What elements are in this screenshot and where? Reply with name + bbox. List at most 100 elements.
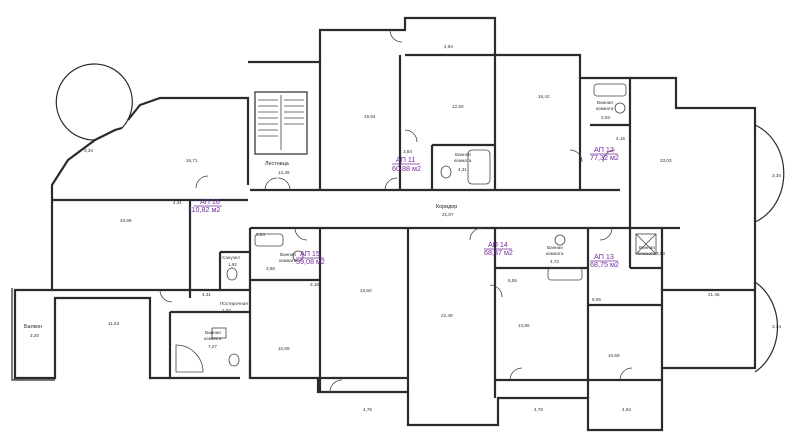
bath-ap14-area: 4,72 [550,259,559,264]
bath-ap14-line1: Ванная [547,245,563,250]
ap16-area: 110,82 м2 [188,205,220,214]
room-area: 3,34 [84,148,93,153]
balcony-rail [11,288,55,381]
wc-area: 1,92 [228,262,237,267]
staircase [254,91,308,155]
door-swing [619,367,633,381]
door-swing [602,149,616,163]
ap11-area: 60,88 м2 [392,164,421,173]
balcony-label: Балкон [24,324,42,330]
interior-walls [52,53,755,398]
room-area: 16,71 [186,158,198,163]
room-area: 3,84 [256,232,265,237]
shower [635,233,657,255]
door-swing [569,149,583,163]
corridor-label: Коридор [436,204,457,210]
room-area: 5,55 [508,278,517,283]
ap13-area: 68,75 м2 [590,260,619,269]
doors [159,29,633,393]
room-area: 3,84 [403,149,412,154]
room-area: 18,42 [538,94,550,99]
room-area: 23,03 [660,158,672,163]
bathtub [254,233,284,247]
toilet [292,250,304,262]
door-swing [195,175,209,189]
stair-label: Лестница [265,161,289,167]
door-swing [384,177,398,191]
bath-ap11-line1: Ванная [455,152,471,157]
fixtures [175,83,657,373]
ap16-name: АП 16 [200,197,220,206]
room-area: 10,69 [608,353,620,358]
bathtub [593,83,627,97]
room-area: 4,76 [363,407,372,412]
ap15-area: 59,08 м2 [296,257,325,266]
toilet [228,353,240,367]
bay-window-left [55,63,133,141]
bath-ap13-line2: комната [638,251,656,256]
room-area: 11,63 [108,321,120,326]
outer-walls [11,16,757,432]
bay-window-right-top [754,124,785,223]
room-area: 19,94 [364,114,376,119]
door-swing [469,227,483,241]
ap11-name: АП 11 [396,155,415,164]
wall-segment [248,290,757,432]
bath-ap13-line1: Ванная [639,245,655,250]
door-swing [329,379,343,393]
bath-ap15-line1: Ванная [280,252,296,257]
wall-segment [127,96,250,185]
room-area: 3,34 [772,173,781,178]
bath-ap16-line1: Ванная [205,330,221,335]
stair-frame [254,91,308,155]
bath-ap11-area: 4,31 [458,167,467,172]
wc-label: Санузел [222,255,240,260]
ap12-name: АП 12 [594,145,614,154]
room-area: 3,34 [772,324,781,329]
ap14-area: 68,87 м2 [484,248,513,257]
room-areas: 4,94 19,94 12,60 18,42 3,84 3,34 16,71 4… [84,44,781,412]
bath-ap15-line2: комната [279,258,297,263]
door-swing [599,227,613,241]
door-swing [294,227,308,241]
ap12-area: 77,32 м2 [590,153,619,162]
room-area: 34,96 [120,218,132,223]
door-swing [159,289,173,303]
wall-segment [13,288,240,380]
bathtub [547,267,583,281]
room-area: 13,86 [518,323,530,328]
bath-ap16-area: 7,27 [208,344,217,349]
toilet [614,102,626,114]
door-swing [277,177,291,191]
door-swing [404,129,418,143]
toilet [440,165,452,179]
room-area: 10,59 [278,346,290,351]
bay-window-right-bottom [754,281,778,373]
bath-ap13-area: 3,98 [656,251,665,256]
room-area: 3,18 [310,282,319,287]
toilet [554,234,566,246]
door-swing [489,284,503,298]
room-area: 4,76 [534,407,543,412]
room-area: 22,49 [441,313,453,318]
bathtub [467,149,491,185]
room-area: 4,15 [616,136,625,141]
shower-x [635,233,657,255]
door-swing [509,367,523,381]
corner-bath [175,344,204,373]
room-area: 21,46 [708,292,720,297]
door-swing [389,29,403,43]
toilet [226,267,238,281]
room-area: 4,94 [622,407,631,412]
door-swing [264,177,278,191]
bath-ap12-line1: Ванная [597,100,613,105]
bath-ap14-line2: комната [546,251,564,256]
bath-ap12-line2: комната [596,106,614,111]
ap13-name: АП 13 [594,252,614,261]
room-area: 4,31 [173,200,182,205]
ap15-name: АП 15 [300,249,320,258]
corridor-area: 21,87 [442,212,454,217]
bath-ap15-area: 3,86 [266,266,275,271]
